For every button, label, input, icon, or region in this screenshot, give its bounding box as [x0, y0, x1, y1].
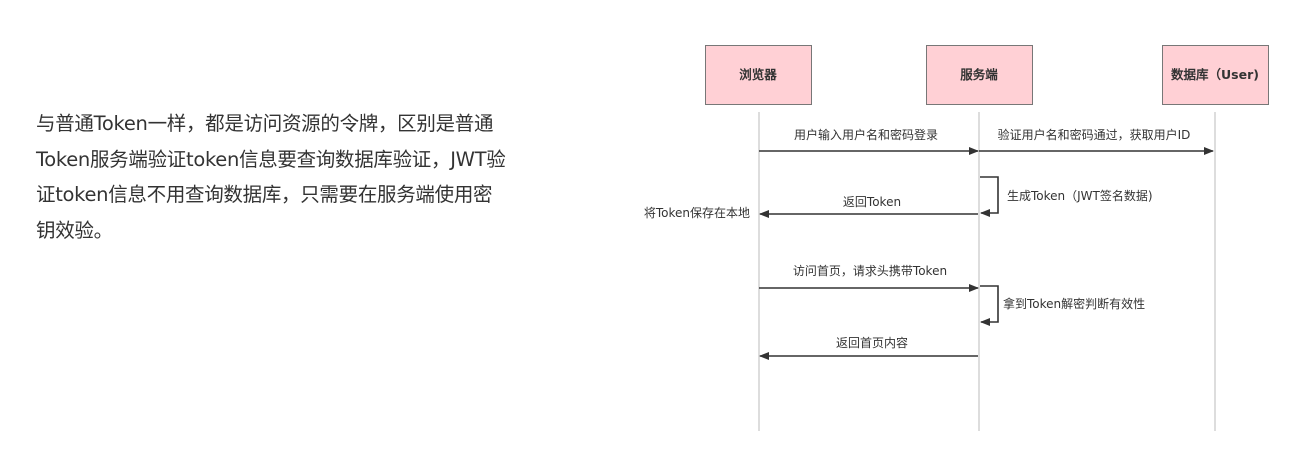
verify-label: 验证用户名和密码通过，获取用户ID [998, 127, 1191, 142]
description-line: Token服务端验证token信息要查询数据库验证，JWT验 [36, 147, 506, 171]
decrypt-label: 拿到Token解密判断有效性 [1003, 296, 1145, 311]
description-line: 钥效验。 [36, 218, 113, 242]
participant-label: 服务端 [960, 67, 998, 82]
return-content-label: 返回首页内容 [836, 335, 908, 350]
decrypt-self-arrow [980, 285, 999, 326]
generate-self-arrow [980, 176, 999, 217]
participant-label: 数据库（User) [1170, 67, 1259, 82]
description-line: 证token信息不用查询数据库，只需要在服务端使用密 [36, 183, 493, 206]
description-text: 与普通Token一样，都是访问资源的令牌，区别是普通 Token服务端验证tok… [36, 106, 506, 248]
description-line: 与普通Token一样，都是访问资源的令牌，区别是普通 [36, 112, 494, 135]
login-label: 用户输入用户名和密码登录 [794, 127, 938, 142]
participant-label: 浏览器 [739, 67, 777, 82]
participant-server: 服务端 [926, 45, 1033, 105]
participant-database: 数据库（User) [1162, 45, 1269, 105]
participant-browser: 浏览器 [705, 45, 812, 105]
generate-label: 生成Token（JWT签名数据) [1007, 188, 1153, 203]
return-token-label: 返回Token [843, 195, 901, 209]
save-local-label: 将Token保存在本地 [644, 206, 750, 220]
visit-label: 访问首页，请求头携带Token [793, 263, 947, 278]
